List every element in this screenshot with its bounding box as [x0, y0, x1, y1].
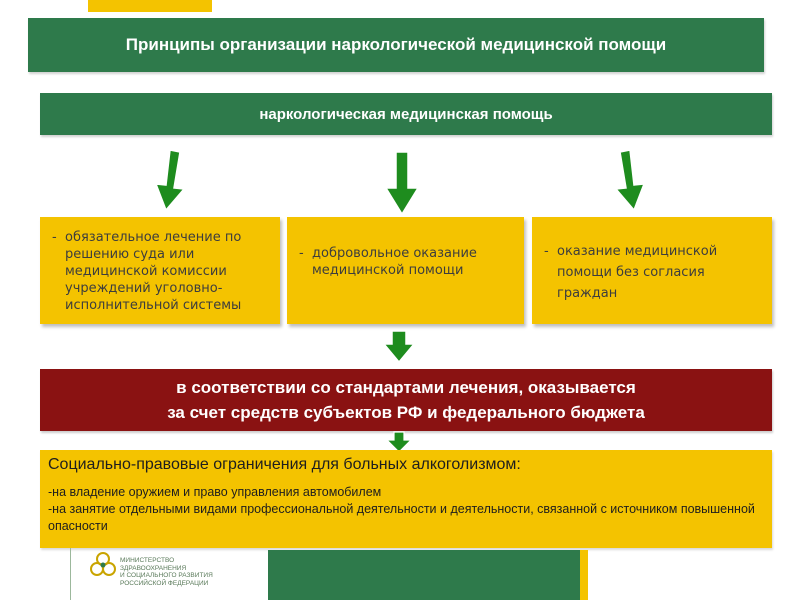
arrow-down-icon	[154, 149, 186, 212]
arrow-down-icon	[382, 330, 416, 364]
top-yellow-tab	[88, 0, 212, 12]
principle-text: обязательное лечение по решению суда или…	[65, 230, 242, 313]
logo-line: И СОЦИАЛЬНОГО РАЗВИТИЯ	[120, 572, 213, 579]
funding-line-2: за счет средств субъектов РФ и федеральн…	[167, 403, 645, 422]
title-banner: Принципы организации наркологической мед…	[28, 18, 764, 72]
subtitle: наркологическая медицинская помощь	[259, 105, 553, 123]
principle-box-voluntary: - добровольное оказание медицинской помо…	[287, 217, 524, 324]
restrictions-box: Социально-правовые ограничения для больн…	[40, 450, 772, 548]
bullet-dash: -	[52, 230, 57, 245]
bullet-dash: -	[299, 246, 304, 261]
subtitle-banner: наркологическая медицинская помощь	[40, 93, 772, 135]
funding-banner: в соответствии со стандартами лечения, о…	[40, 369, 772, 431]
principle-text: оказание медицинской помощи без согласия…	[557, 244, 718, 301]
footer-green-block	[268, 550, 580, 600]
logo-divider	[70, 548, 71, 600]
logo-line: МИНИСТЕРСТВО	[120, 557, 175, 564]
principle-box-without-consent: - оказание медицинской помощи без соглас…	[532, 217, 772, 324]
principle-text: добровольное оказание медицинской помощи	[312, 246, 477, 278]
footer-yellow-strip	[580, 550, 588, 600]
ministry-logo-icon	[90, 552, 116, 576]
restriction-item: -на владение оружием и право управления …	[48, 485, 382, 499]
funding-line-1: в соответствии со стандартами лечения, о…	[176, 378, 636, 397]
logo-line: РОССИЙСКОЙ ФЕДЕРАЦИИ	[120, 579, 209, 587]
restrictions-heading: Социально-правовые ограничения для больн…	[48, 456, 521, 473]
arrow-down-icon	[384, 151, 420, 216]
logo-line: ЗДРАВООХРАНЕНИЯ	[120, 564, 187, 572]
ministry-logo-text: МИНИСТЕРСТВО ЗДРАВООХРАНЕНИЯ И СОЦИАЛЬНО…	[120, 557, 213, 587]
bullet-dash: -	[544, 244, 549, 259]
arrow-down-icon	[385, 431, 413, 453]
principle-box-compulsory: - обязательное лечение по решению суда и…	[40, 217, 280, 324]
page-title: Принципы организации наркологической мед…	[125, 35, 667, 54]
arrow-down-icon	[614, 149, 646, 212]
restriction-item: -на занятие отдельными видами профессион…	[48, 502, 755, 533]
